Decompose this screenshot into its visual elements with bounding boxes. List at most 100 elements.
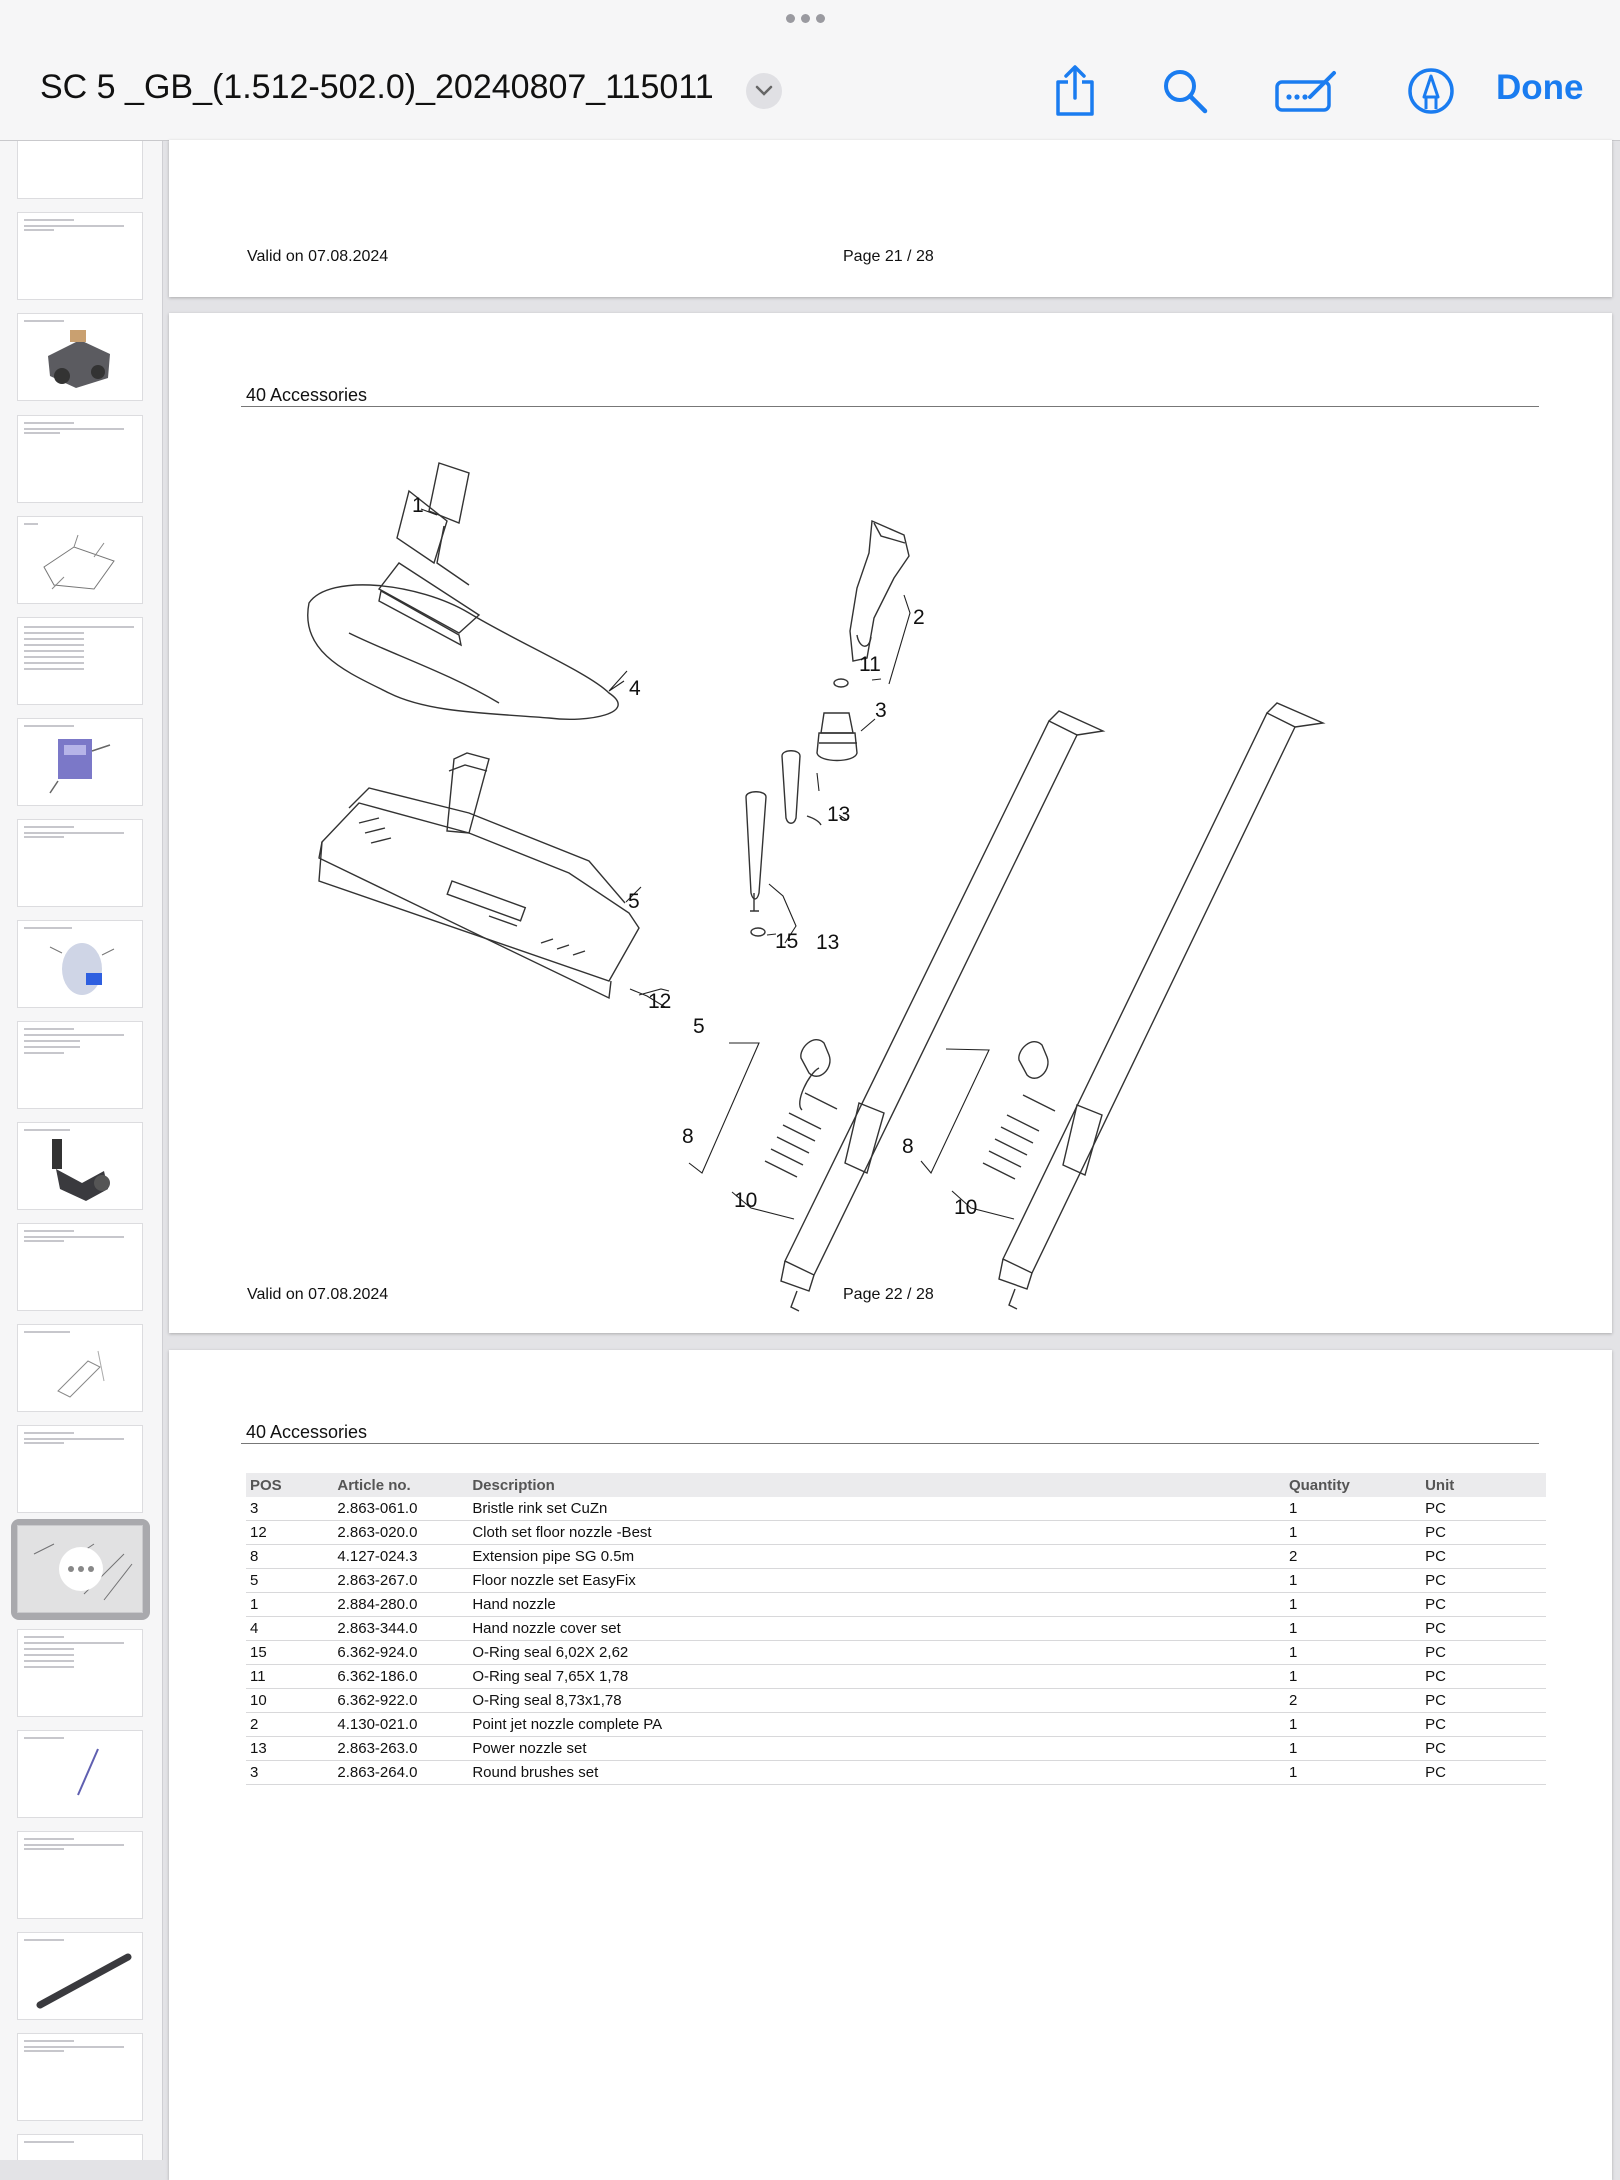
cell-unit: PC xyxy=(1421,1712,1546,1737)
callout-label: 2 xyxy=(913,606,925,629)
cell-unit: PC xyxy=(1421,1736,1546,1761)
more-options-button[interactable] xyxy=(59,1547,103,1591)
done-button[interactable]: Done xyxy=(1496,68,1584,107)
cell-pos: 2 xyxy=(246,1712,334,1737)
cell-description: Round brushes set xyxy=(468,1760,1285,1785)
page-thumbnail[interactable] xyxy=(17,313,143,401)
cell-pos: 12 xyxy=(246,1520,334,1545)
page-thumbnail[interactable] xyxy=(17,617,143,705)
cell-quantity: 1 xyxy=(1284,1664,1422,1689)
callout-label: 4 xyxy=(629,677,641,700)
callout-label: 13 xyxy=(827,803,850,826)
cell-description: Extension pipe SG 0.5m xyxy=(468,1544,1285,1569)
page-thumbnail[interactable] xyxy=(17,819,143,907)
cell-unit: PC xyxy=(1421,1497,1546,1521)
cell-unit: PC xyxy=(1421,1544,1546,1569)
cell-quantity: 1 xyxy=(1284,1760,1422,1785)
callout-labels: 1 4 2 11 3 13 13 15 5 12 5 8 10 8 10 xyxy=(412,494,977,1219)
page-thumbnail[interactable] xyxy=(17,2134,143,2160)
markup-button[interactable] xyxy=(1274,62,1340,120)
callout-label: 15 xyxy=(775,930,798,953)
page-thumbnail[interactable] xyxy=(17,1730,143,1818)
header-pos: POS xyxy=(246,1473,334,1497)
extension-pipe-part xyxy=(764,710,1106,1312)
cell-unit: PC xyxy=(1421,1592,1546,1617)
cell-description: Hand nozzle xyxy=(468,1592,1285,1617)
page-thumbnail[interactable] xyxy=(17,718,143,806)
pen-markup-button[interactable] xyxy=(1406,62,1456,120)
power-nozzle-part xyxy=(745,750,822,912)
page-thumbnail[interactable] xyxy=(17,141,143,199)
share-button[interactable] xyxy=(1048,62,1102,120)
callout-label: 8 xyxy=(682,1125,694,1148)
search-icon xyxy=(1164,70,1208,114)
point-jet-nozzle-part xyxy=(849,519,910,662)
page-thumbnail[interactable] xyxy=(17,920,143,1008)
cell-pos: 1 xyxy=(246,1592,334,1617)
cell-unit: PC xyxy=(1421,1664,1546,1689)
cell-article-no: 6.362-186.0 xyxy=(333,1664,469,1689)
callout-label: 5 xyxy=(628,890,640,913)
callout-label: 13 xyxy=(816,931,839,954)
pdf-page-21: Valid on 07.08.2024 Page 21 / 28 xyxy=(169,140,1612,297)
cell-unit: PC xyxy=(1421,1640,1546,1665)
title-menu-button[interactable] xyxy=(746,73,782,109)
callout-label: 1 xyxy=(412,494,424,517)
window-grabber[interactable] xyxy=(786,14,825,23)
cell-unit: PC xyxy=(1421,1616,1546,1641)
cell-description: Point jet nozzle complete PA xyxy=(468,1712,1285,1737)
hand-nozzle-part xyxy=(307,462,619,720)
header-article-no: Article no. xyxy=(333,1473,469,1497)
cell-article-no: 6.362-922.0 xyxy=(333,1688,469,1713)
document-title[interactable]: SC 5 _GB_(1.512-502.0)_20240807_115011 xyxy=(40,68,714,106)
cell-pos: 10 xyxy=(246,1688,334,1713)
page-thumbnail[interactable] xyxy=(17,1223,143,1311)
page-thumbnail[interactable] xyxy=(17,1021,143,1109)
cell-article-no: 2.863-061.0 xyxy=(333,1497,469,1521)
accessories-exploded-drawing: 1 4 2 11 3 13 13 15 5 12 5 8 10 8 10 xyxy=(307,462,1326,1312)
page-thumbnail[interactable] xyxy=(17,516,143,604)
cell-quantity: 1 xyxy=(1284,1568,1422,1593)
cell-article-no: 4.130-021.0 xyxy=(333,1712,469,1737)
page-number: Page 21 / 28 xyxy=(843,248,934,265)
cell-article-no: 2.884-280.0 xyxy=(333,1592,469,1617)
page-thumbnail[interactable] xyxy=(17,1324,143,1412)
search-button[interactable] xyxy=(1160,62,1210,120)
top-toolbar: SC 5 _GB_(1.512-502.0)_20240807_115011 D… xyxy=(0,0,1620,141)
cell-description: Hand nozzle cover set xyxy=(468,1616,1285,1641)
page-thumbnail-sidebar[interactable] xyxy=(0,141,163,2160)
page-thumbnail[interactable] xyxy=(17,1425,143,1513)
cell-description: O-Ring seal 8,73x1,78 xyxy=(468,1688,1285,1713)
callout-label: 8 xyxy=(902,1135,914,1158)
page-thumbnail[interactable] xyxy=(17,415,143,503)
cell-unit: PC xyxy=(1421,1760,1546,1785)
page-thumbnail[interactable] xyxy=(17,1831,143,1919)
cell-article-no: 2.863-263.0 xyxy=(333,1736,469,1761)
cell-quantity: 1 xyxy=(1284,1592,1422,1617)
valid-on-text: Valid on 07.08.2024 xyxy=(247,1286,389,1303)
page-thumbnail[interactable] xyxy=(17,1932,143,2020)
cell-article-no: 2.863-344.0 xyxy=(333,1616,469,1641)
cell-pos: 8 xyxy=(246,1544,334,1569)
page-thumbnail[interactable] xyxy=(17,1629,143,1717)
cell-pos: 5 xyxy=(246,1568,334,1593)
page-thumbnail[interactable] xyxy=(17,2033,143,2121)
page-thumbnail[interactable] xyxy=(17,212,143,300)
cell-quantity: 2 xyxy=(1284,1544,1422,1569)
chevron-down-icon xyxy=(755,85,773,96)
cell-quantity: 1 xyxy=(1284,1736,1422,1761)
page-number: Page 22 / 28 xyxy=(843,1286,934,1303)
page-thumbnail[interactable] xyxy=(17,1122,143,1210)
cell-unit: PC xyxy=(1421,1688,1546,1713)
table-header-row: POS Article no. Description Quantity Uni… xyxy=(246,1473,1546,1497)
cell-description: Power nozzle set xyxy=(468,1736,1285,1761)
